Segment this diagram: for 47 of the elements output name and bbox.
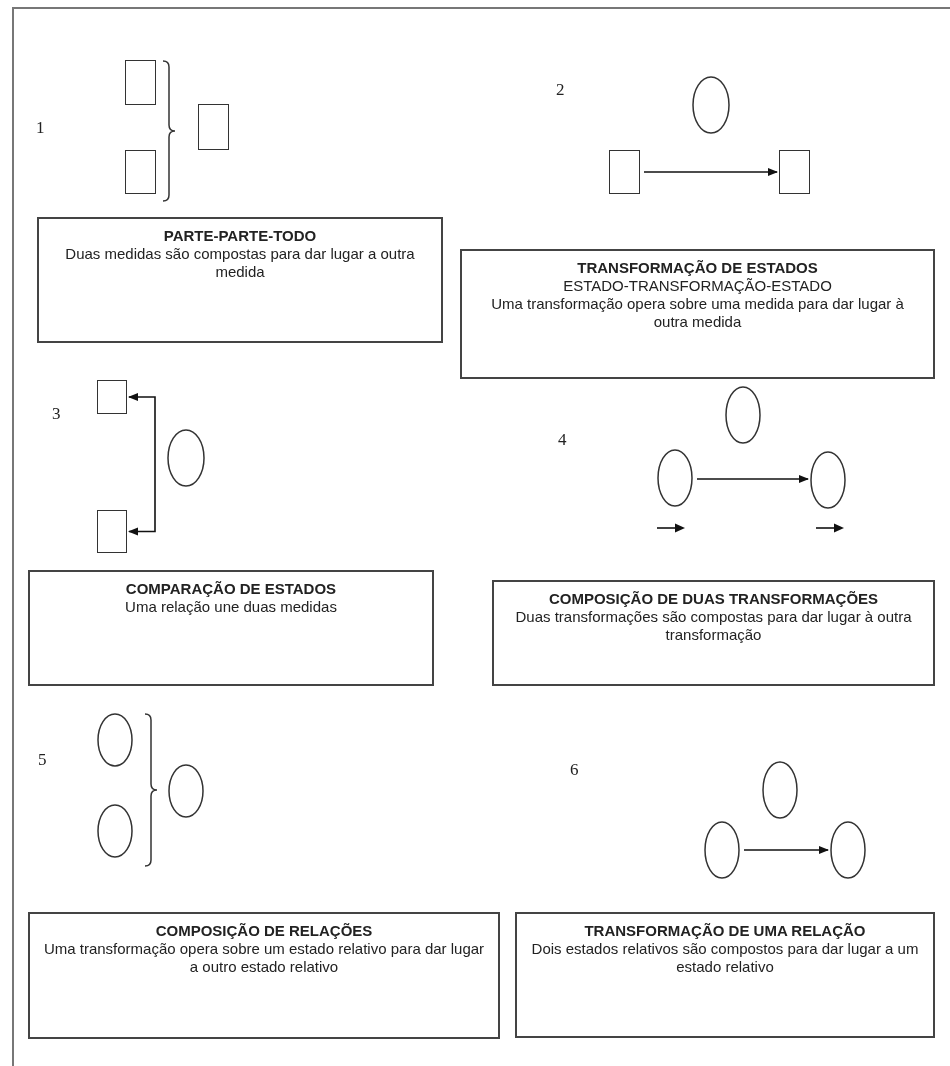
box-description: Duas transformações são compostas para dar lugar à outra transformação bbox=[514, 608, 913, 644]
circle-shape bbox=[657, 449, 693, 507]
panel-number: 1 bbox=[36, 118, 45, 138]
circle-shape bbox=[692, 76, 730, 134]
description-box bbox=[515, 912, 935, 1038]
circle-shape bbox=[830, 821, 866, 879]
square-shape bbox=[97, 380, 127, 414]
box-heading: COMPOSIÇÃO DE RELAÇÕES bbox=[154, 922, 374, 940]
square-shape bbox=[125, 150, 156, 194]
description-box bbox=[492, 580, 935, 686]
circle-shape bbox=[810, 451, 846, 509]
circle-shape bbox=[167, 429, 205, 487]
panel-number: 2 bbox=[556, 80, 565, 100]
circle-shape bbox=[97, 804, 133, 858]
box-description: Duas medidas são compostas para dar lugar a outra medida bbox=[64, 245, 416, 281]
description-box bbox=[28, 570, 434, 686]
arrow bbox=[128, 393, 156, 536]
square-shape bbox=[198, 104, 229, 150]
circle-shape bbox=[725, 386, 761, 444]
circle-shape bbox=[762, 761, 798, 819]
circle-shape bbox=[97, 713, 133, 767]
box-description: ESTADO-TRANSFORMAÇÃO-ESTADO bbox=[562, 277, 833, 295]
panel-number: 4 bbox=[558, 430, 567, 450]
panel-number: 5 bbox=[38, 750, 47, 770]
square-shape bbox=[609, 150, 640, 194]
panel-number: 6 bbox=[570, 760, 579, 780]
box-heading: COMPARAÇÃO DE ESTADOS bbox=[124, 580, 338, 598]
circle-shape bbox=[168, 764, 204, 818]
square-shape bbox=[97, 510, 127, 553]
box-description: Dois estados relativos são compostos para dar lugar a um estado relativo bbox=[530, 940, 920, 976]
arrow bbox=[643, 168, 778, 176]
description-box bbox=[28, 912, 500, 1039]
box-description: Uma relação une duas medidas bbox=[124, 598, 338, 616]
description-box bbox=[460, 249, 935, 379]
arrow bbox=[743, 846, 829, 854]
square-shape bbox=[779, 150, 810, 194]
box-heading: TRANSFORMAÇÃO DE UMA RELAÇÃO bbox=[583, 922, 867, 940]
arrow bbox=[696, 475, 809, 483]
box-heading: PARTE-PARTE-TODO bbox=[162, 227, 318, 245]
description-box bbox=[37, 217, 443, 343]
box-description: Uma transformação opera sobre um estado relativo para dar lugar a outro estado relativo bbox=[42, 940, 486, 976]
panel-number: 3 bbox=[52, 404, 61, 424]
square-shape bbox=[125, 60, 156, 105]
box-heading: TRANSFORMAÇÃO DE ESTADOS bbox=[576, 259, 819, 277]
box-description: Uma transformação opera sobre uma medida para dar lugar à outra medida bbox=[490, 295, 905, 331]
circle-shape bbox=[704, 821, 740, 879]
box-heading: COMPOSIÇÃO DE DUAS TRANSFORMAÇÕES bbox=[547, 590, 880, 608]
